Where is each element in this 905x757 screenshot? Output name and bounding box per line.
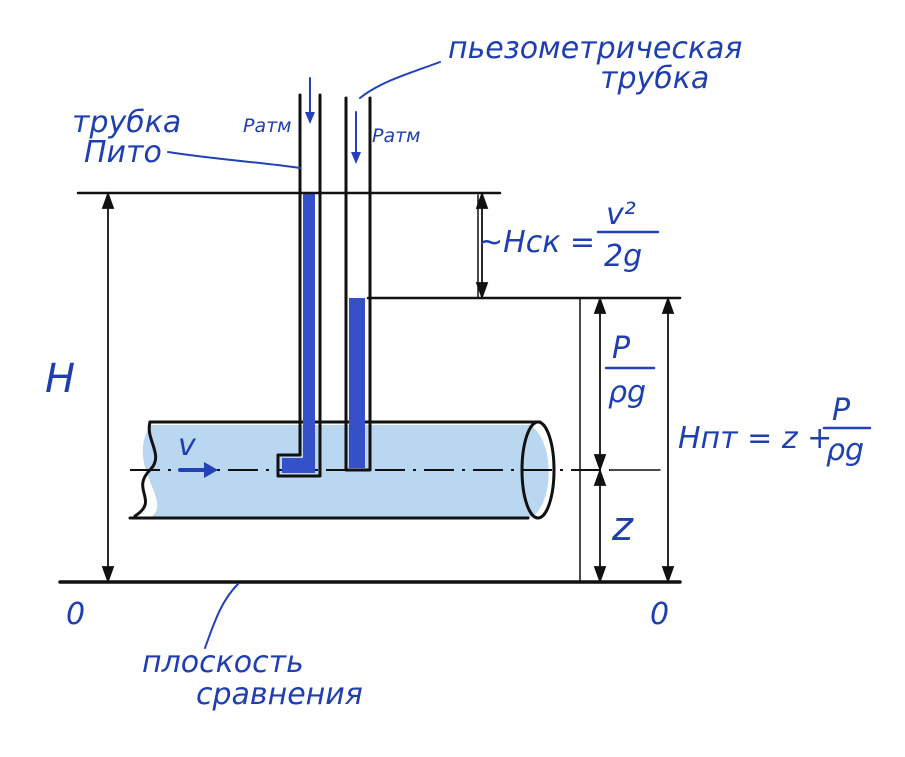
pitot-patm-arrow (305, 77, 315, 124)
piezometric-tube-label-line1: пьезометрическая (448, 31, 742, 66)
p-atm-right-label: Pатм (372, 125, 421, 147)
piezometric-tube-water (349, 298, 365, 468)
pitot-tube-label-line1: трубка (72, 105, 181, 140)
comparison-plane-label-line1: плоскость (142, 645, 304, 680)
pitot-tube-water (303, 192, 315, 460)
pitot-tube-outline (276, 93, 322, 478)
comparison-plane-leader-line (204, 583, 239, 649)
velocity-arrow (178, 462, 218, 478)
h-total-label: H (45, 356, 75, 402)
piezometric-tube-label-line2: трубка (600, 61, 709, 96)
dimension-velocity-head (475, 191, 489, 300)
pitot-leader-line (167, 151, 301, 169)
dimension-piezometric-head (661, 296, 675, 584)
p-atm-left-label: Pатм (243, 115, 292, 137)
piezometric-head-numerator: P (832, 393, 851, 428)
dimension-z (593, 468, 607, 584)
dimension-pressure-head (593, 296, 607, 472)
piezometric-head-lhs: Hпт = z + (678, 421, 832, 456)
pressure-head-denominator: ρg (608, 375, 646, 410)
datum-left-label: 0 (66, 597, 85, 632)
pitot-tube (276, 93, 322, 478)
pitot-tube-label-line2: Пито (84, 135, 162, 170)
piezometric-patm-arrow (351, 111, 361, 164)
piezometric-tube-outline (344, 96, 372, 472)
pressure-head-numerator: P (612, 331, 631, 366)
piezometric-leader-line (359, 61, 441, 99)
comparison-plane-label-line2: сравнения (196, 677, 363, 712)
datum-right-label: 0 (650, 597, 669, 632)
dimension-h-total (101, 191, 115, 584)
pipe-water (142, 425, 549, 518)
z-label: z (611, 504, 634, 550)
piezometric-head-denominator: ρg (826, 433, 864, 468)
velocity-head-numerator: v² (606, 197, 636, 232)
velocity-head-lhs: ~Hск = (478, 225, 595, 260)
velocity-label: v (178, 428, 197, 463)
piezometric-tube (344, 96, 372, 472)
velocity-head-denominator: 2g (604, 239, 642, 274)
pitot-tube-foot-water (282, 458, 315, 473)
